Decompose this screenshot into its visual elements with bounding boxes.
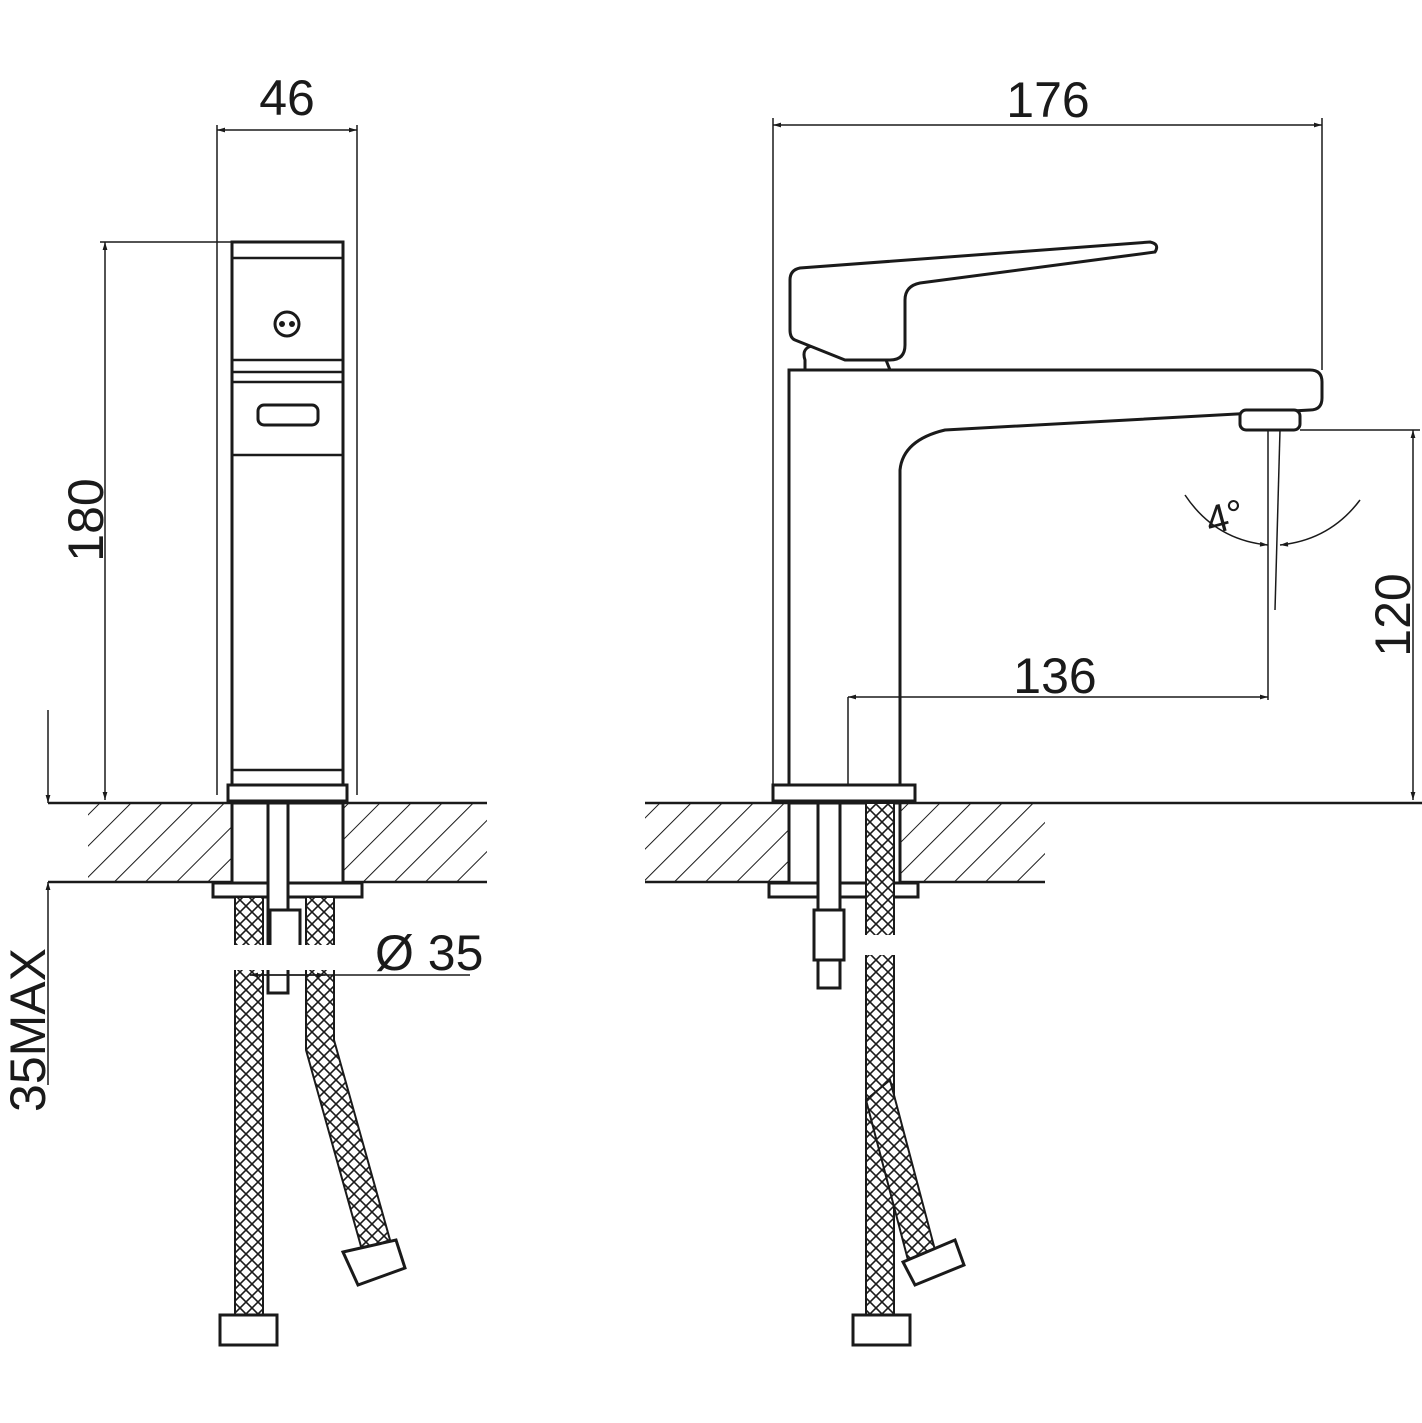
dimension-46: 46 — [216, 70, 358, 795]
hoses-side — [218, 801, 407, 1347]
countertop-right — [645, 801, 1422, 884]
width-label: 46 — [259, 70, 315, 126]
dimension-120: 120 — [1300, 429, 1421, 800]
length-label: 176 — [1006, 72, 1089, 128]
countertop-left — [48, 801, 487, 884]
front-view: 176 120 136 4° — [645, 72, 1422, 1347]
dimension-136: 136 — [847, 429, 1281, 785]
dimension-35max: 35MAX — [0, 710, 56, 1112]
spout-height-label: 120 — [1365, 573, 1421, 656]
dimension-angle: 4° — [1184, 491, 1361, 547]
side-view: 46 180 35MAX Ø 35 — [0, 70, 487, 1347]
max-thickness-label: 35MAX — [0, 948, 56, 1112]
screw-icon — [273, 310, 301, 338]
dimension-diameter-35: Ø 35 — [250, 925, 483, 981]
angle-label: 4° — [1201, 491, 1249, 543]
dimension-180: 180 — [58, 241, 232, 800]
dimension-176: 176 — [772, 72, 1323, 785]
hoses-front — [812, 801, 966, 1347]
faucet-body-front — [767, 240, 1324, 899]
hole-diameter-label: Ø 35 — [375, 925, 483, 981]
height-label: 180 — [58, 478, 114, 561]
faucet-body-side — [211, 240, 364, 899]
spout-reach-label: 136 — [1013, 648, 1096, 704]
